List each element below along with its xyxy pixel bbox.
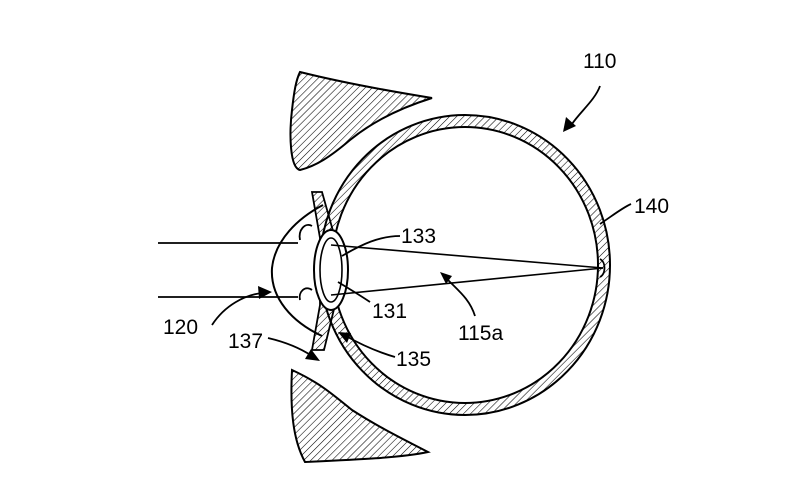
label-131: 131 (372, 300, 407, 323)
label-135: 135 (396, 348, 431, 371)
cornea-edge-upper (298, 224, 313, 241)
label-110: 110 (583, 50, 616, 73)
label-120: 120 (163, 316, 198, 339)
arrowhead-115a (440, 272, 452, 284)
upper-orbit-bone (289, 70, 433, 172)
label-133: 133 (401, 225, 436, 248)
lens-outer (313, 229, 349, 311)
leader-133 (341, 235, 401, 257)
arrowhead-135 (338, 332, 351, 343)
arrowhead-110 (563, 117, 576, 132)
arrowhead-137 (305, 349, 320, 361)
leader-120 (211, 292, 263, 326)
leader-137 (267, 337, 313, 357)
retina-focal-point (599, 258, 606, 278)
leader-131 (337, 281, 371, 303)
lower-orbit-bone (290, 368, 431, 464)
cornea-edge-lower (298, 287, 313, 301)
ray-lower-refracted (330, 267, 604, 296)
leader-115a (447, 279, 476, 317)
label-137: 137 (228, 330, 263, 353)
cornea (270, 204, 324, 337)
label-140: 140 (634, 195, 669, 218)
arrowhead-120 (258, 286, 272, 299)
leader-110 (571, 85, 601, 125)
leader-140 (599, 203, 632, 225)
lens-inner (319, 237, 343, 303)
ray-upper-refracted (330, 244, 604, 269)
sclera-wall (319, 113, 611, 417)
label-115a: 115a (458, 322, 503, 345)
leader-135 (345, 335, 396, 358)
